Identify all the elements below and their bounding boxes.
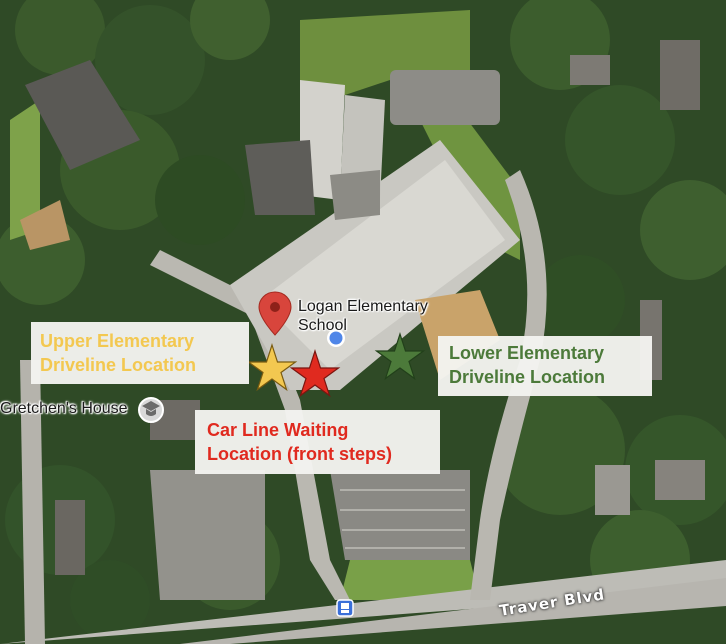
main-road [0,560,726,644]
location-dot-icon [327,329,345,347]
upper-driveline-label: Upper Elementary Driveline Location [31,322,249,384]
house-label[interactable]: Gretchen's House [0,400,128,417]
upper-driveline-star-icon[interactable] [246,343,298,392]
driveway-east [470,170,547,600]
parking-southwest [150,470,265,600]
parking-stripes [340,489,465,549]
building-northwest [25,60,140,170]
school-cap-icon[interactable] [138,397,164,423]
road-traver [180,578,726,644]
house-southeast-2 [655,460,705,500]
house-northeast-1 [570,55,610,85]
map-pin-icon[interactable] [258,291,292,336]
parking-south [330,470,470,560]
carline-label-line-1: Car Line Waiting [207,420,349,440]
road-west [20,360,45,644]
lower-driveline-label: Lower Elementary Driveline Location [438,336,652,396]
bus-stop-icon[interactable] [336,599,354,617]
parking-north [390,70,500,125]
house-northeast-2 [660,40,700,110]
school-wing-dark [245,140,315,215]
house-southeast-1 [595,465,630,515]
school-courtyard [330,170,380,220]
upper-label-line-2: Driveline Location [40,355,197,375]
carline-label: Car Line Waiting Location (front steps) [195,410,440,474]
lawn-north [300,10,470,100]
driveway-west [150,250,350,600]
lawn-west [10,100,40,240]
school-label[interactable]: Logan Elementary School [298,298,428,334]
school-roof-ridge [260,160,505,370]
lawn-south [340,560,480,600]
lower-driveline-star-icon[interactable] [374,332,426,381]
carline-star-icon[interactable] [289,349,341,398]
dirt-playground [20,200,70,250]
house-west [55,500,85,575]
carline-label-line-2: Location (front steps) [207,444,392,464]
lower-label-line-2: Driveline Location [449,367,606,387]
lower-label-line-1: Lower Elementary [449,343,605,363]
dirt-field [415,290,500,380]
upper-label-line-1: Upper Elementary [40,331,195,351]
